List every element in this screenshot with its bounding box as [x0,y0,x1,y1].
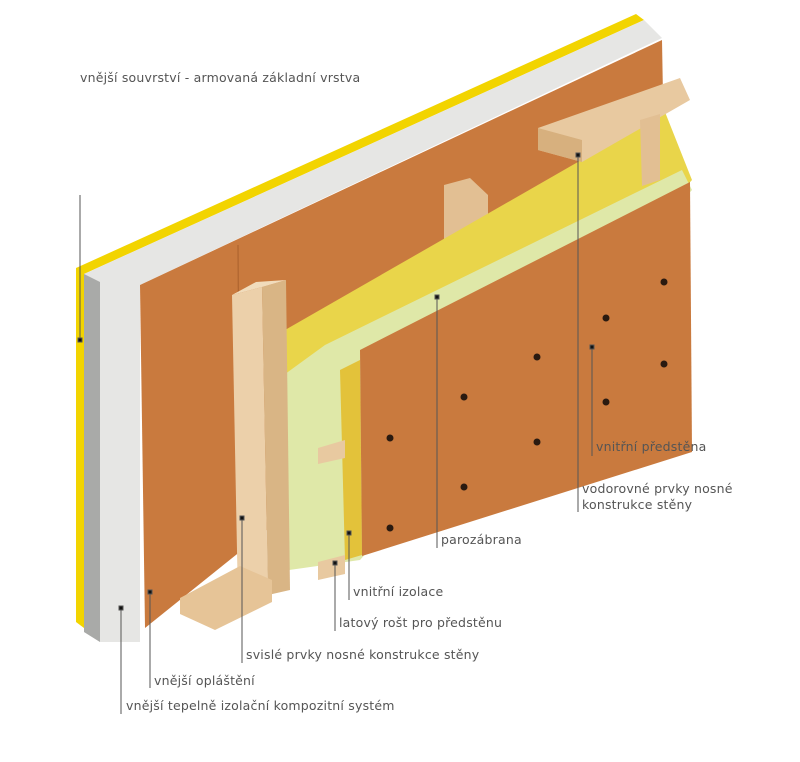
label-inner-insulation: vnitřní izolace [353,584,444,599]
stud-side [262,280,290,595]
label-vapor-barrier: parozábrana [441,532,522,547]
stud-top [232,280,286,295]
label-etics: vnější tepelně izolační kompozitní systé… [126,698,395,713]
inner-board [360,182,692,556]
screw-holes [386,278,668,532]
small-batten-1 [318,440,345,464]
leader-lines [77,152,595,714]
label-horizontal-members-1: vodorovné prvky nosné [582,481,733,496]
stud-front [232,287,268,602]
top-batten-end [538,128,582,162]
eps-side [84,274,100,642]
label-outer-cladding: vnější opláštění [154,673,255,688]
inner-insulation-strip [340,360,362,560]
label-inner-wall: vnitřní předstěna [596,439,707,454]
small-batten-2 [318,555,345,580]
label-vertical-members: svislé prvky nosné konstrukce stěny [246,647,480,662]
label-horizontal-members-2: konstrukce stěny [582,497,693,512]
bottom-plate [180,566,272,630]
label-batten-grid: latový rošt pro předstěnu [339,615,503,630]
eps-layer [84,20,662,642]
batten-post [640,114,660,186]
label-outer-layer: vnější souvrství - armovaná základní vrs… [80,70,361,85]
